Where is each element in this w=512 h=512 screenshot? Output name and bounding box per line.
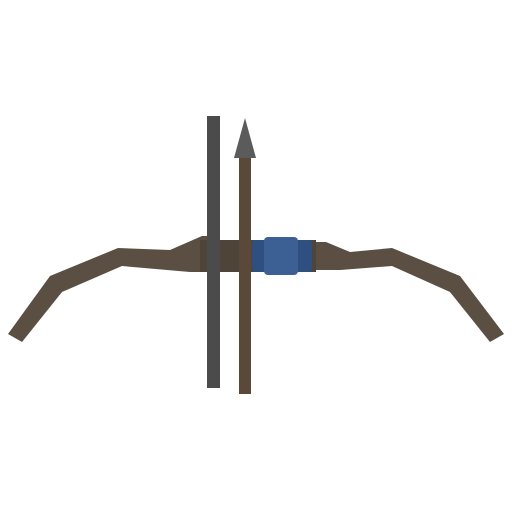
bow-left-limb bbox=[8, 236, 214, 342]
grip-wrap-band bbox=[264, 237, 298, 275]
arrowhead bbox=[234, 118, 256, 158]
bowstring bbox=[207, 116, 220, 388]
arrow-shaft bbox=[239, 152, 251, 394]
bow-right-limb bbox=[310, 242, 504, 342]
